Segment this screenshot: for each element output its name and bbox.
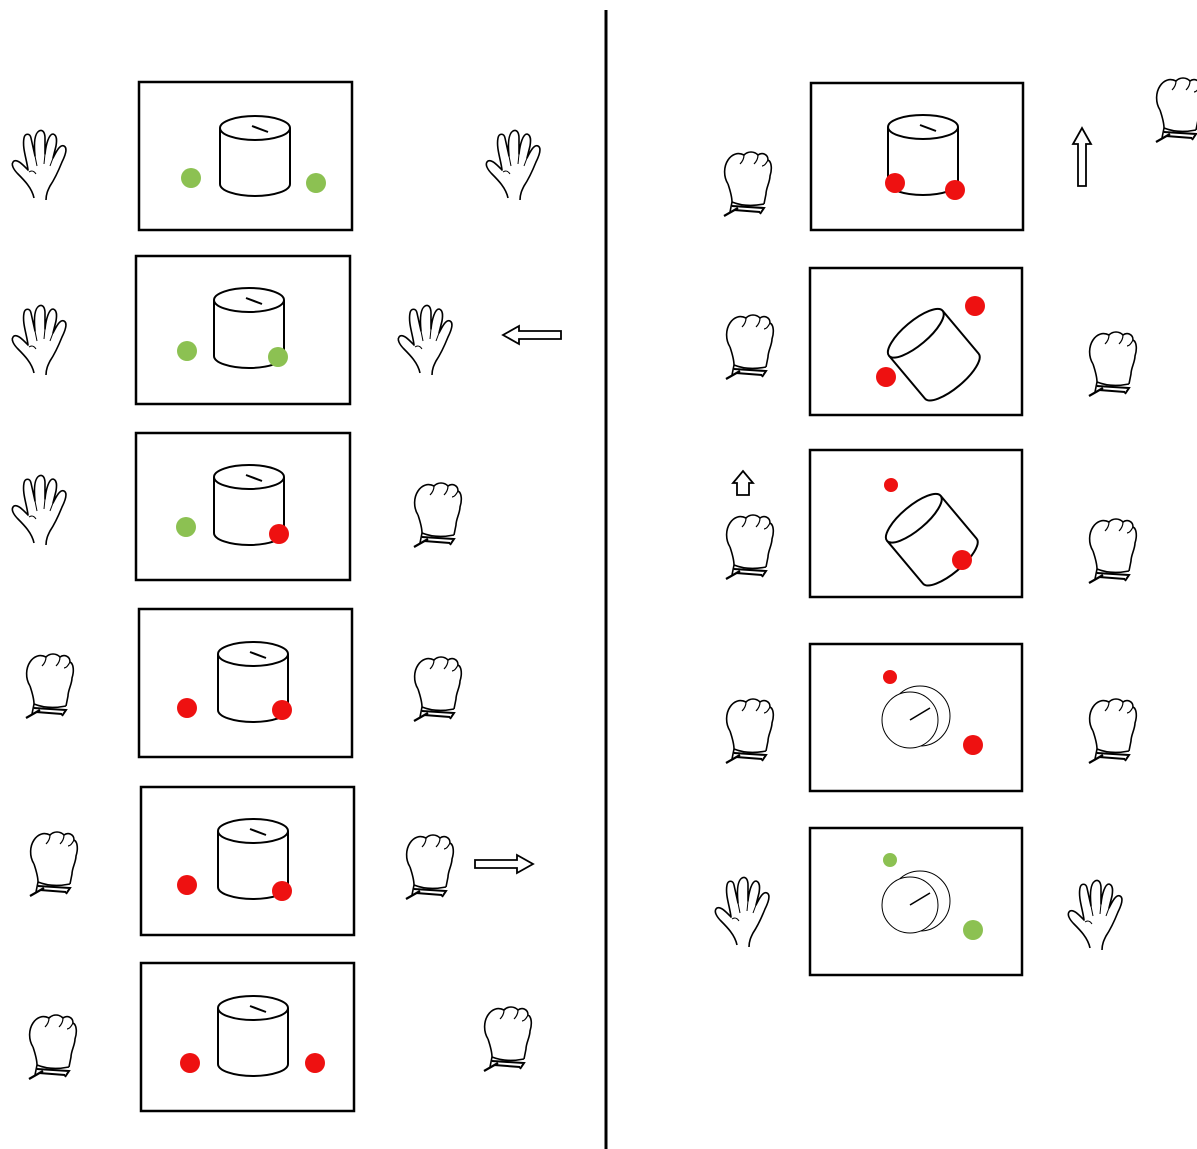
open-hand-icon xyxy=(397,304,453,376)
frame xyxy=(139,961,356,1113)
open-hand-icon xyxy=(11,129,67,201)
frame xyxy=(809,81,1025,232)
right-step-3 xyxy=(724,448,1138,599)
contact-marker xyxy=(884,478,898,492)
arrow-icon xyxy=(1072,127,1092,187)
contact-marker xyxy=(883,670,897,684)
contact-marker xyxy=(177,341,197,361)
contact-marker xyxy=(885,173,905,193)
closed-fist-icon xyxy=(1087,330,1138,398)
frame xyxy=(137,607,354,759)
closed-fist-icon xyxy=(724,697,775,765)
open-hand-icon xyxy=(11,474,67,546)
left-step-2 xyxy=(11,254,562,406)
closed-fist-icon xyxy=(404,833,455,901)
closed-fist-icon xyxy=(724,313,775,381)
contact-marker xyxy=(876,367,896,387)
left-step-3 xyxy=(11,431,463,582)
contact-marker xyxy=(177,698,197,718)
arrow-icon xyxy=(502,325,562,345)
arrow-icon xyxy=(474,854,534,874)
contact-marker xyxy=(963,920,983,940)
contact-marker xyxy=(883,853,897,867)
closed-fist-icon xyxy=(1154,76,1197,144)
contact-marker xyxy=(305,1053,325,1073)
closed-fist-icon xyxy=(27,1013,78,1081)
left-step-5 xyxy=(28,785,534,937)
arrow-icon xyxy=(732,470,754,496)
closed-fist-icon xyxy=(482,1005,533,1073)
closed-fist-icon xyxy=(412,481,463,549)
frame xyxy=(137,80,354,232)
contact-marker xyxy=(306,173,326,193)
contact-marker xyxy=(952,550,972,570)
open-hand-icon xyxy=(485,129,541,201)
right-step-4 xyxy=(724,642,1138,793)
open-hand-icon xyxy=(1067,879,1123,951)
closed-fist-icon xyxy=(724,513,775,581)
closed-fist-icon xyxy=(1087,517,1138,585)
frame xyxy=(134,254,352,406)
right-step-5 xyxy=(714,826,1123,977)
open-hand-icon xyxy=(714,876,770,948)
open-hand-icon xyxy=(11,304,67,376)
contact-marker xyxy=(963,735,983,755)
contact-marker xyxy=(268,347,288,367)
contact-marker xyxy=(965,296,985,316)
closed-fist-icon xyxy=(28,830,79,898)
left-step-1 xyxy=(11,80,541,232)
contact-marker xyxy=(945,180,965,200)
left-step-6 xyxy=(27,961,533,1113)
contact-marker xyxy=(180,1053,200,1073)
closed-fist-icon xyxy=(722,150,773,218)
contact-marker xyxy=(176,517,196,537)
closed-fist-icon xyxy=(24,652,75,720)
frame xyxy=(134,431,352,582)
closed-fist-icon xyxy=(412,655,463,723)
contact-marker xyxy=(272,881,292,901)
contact-marker xyxy=(181,168,201,188)
right-step-2 xyxy=(724,266,1138,417)
closed-fist-icon xyxy=(1087,697,1138,765)
left-step-4 xyxy=(24,607,463,759)
contact-marker xyxy=(269,524,289,544)
frame xyxy=(139,785,356,937)
contact-marker xyxy=(272,700,292,720)
right-step-1 xyxy=(722,76,1197,232)
contact-marker xyxy=(177,875,197,895)
